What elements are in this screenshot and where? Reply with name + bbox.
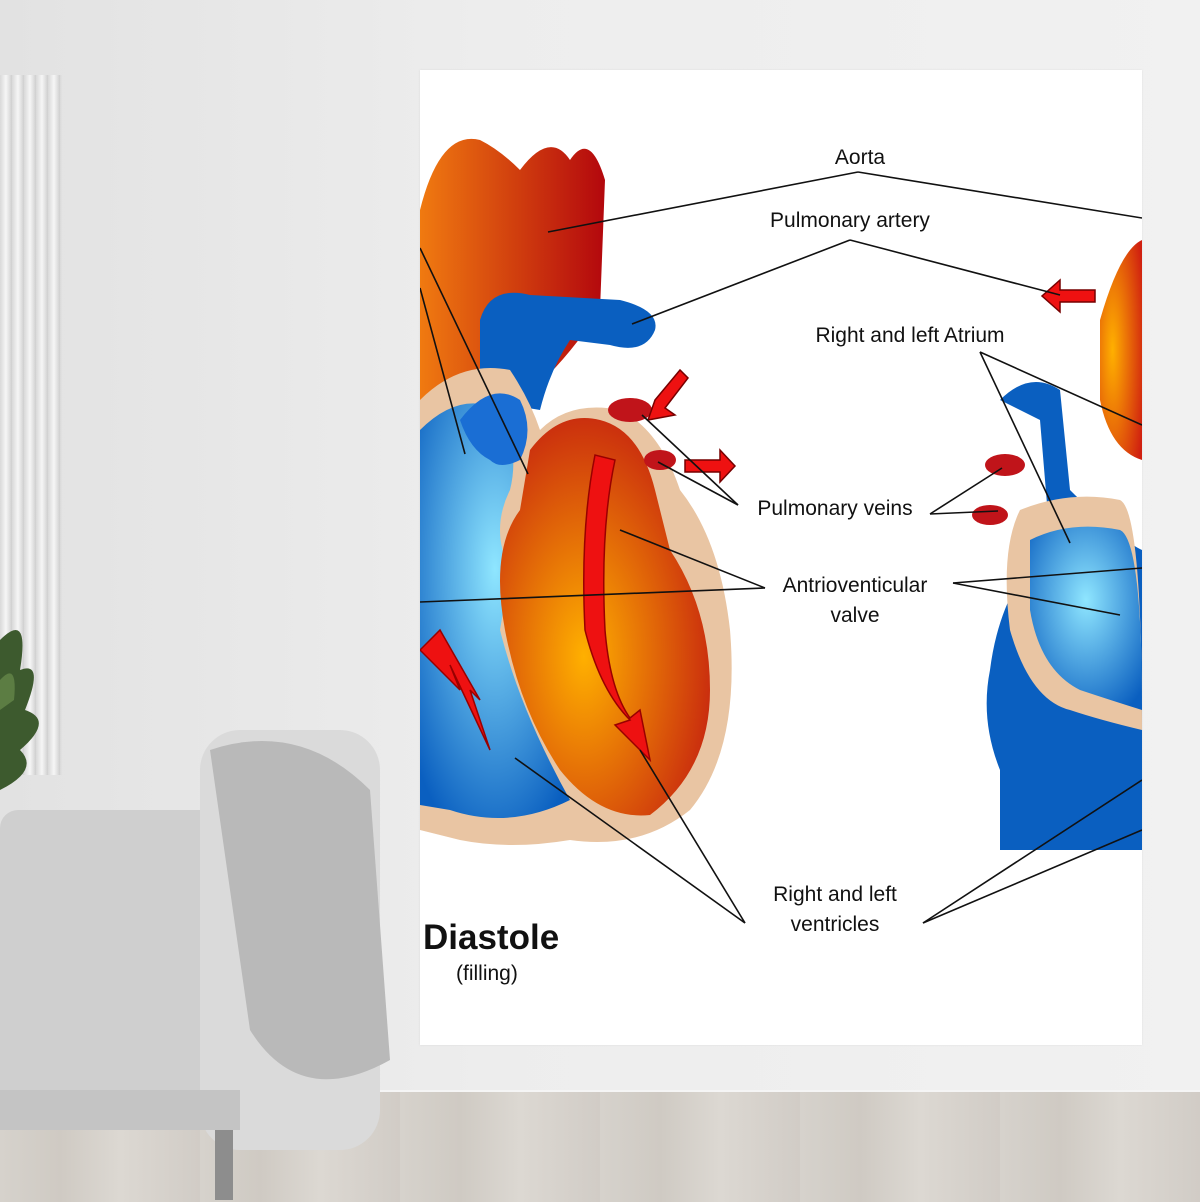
right-heart-chamber bbox=[1030, 526, 1142, 710]
right-inflow-arrow bbox=[1040, 278, 1096, 314]
label-valve-line1: Antrioventicular bbox=[782, 574, 928, 597]
right-pulmonary-vein-1 bbox=[985, 454, 1025, 476]
inflow-arrow-1 bbox=[646, 368, 689, 421]
pulmonary-vein-upper bbox=[608, 398, 652, 422]
leader-lines bbox=[420, 171, 1142, 924]
label-atrium: Right and left Atrium bbox=[815, 324, 1005, 347]
label-aorta: Aorta bbox=[834, 146, 886, 169]
right-atrium bbox=[460, 393, 528, 465]
heart-illustration bbox=[420, 138, 1142, 924]
label-ventricles-line2: ventricles bbox=[790, 913, 880, 936]
label-ventricles-line1: Right and left bbox=[773, 883, 897, 906]
label-valve-line2: valve bbox=[830, 604, 880, 627]
right-chamber bbox=[420, 403, 570, 818]
right-heart-aorta bbox=[1100, 240, 1142, 460]
label-pulmonary-veins: Pulmonary veins bbox=[757, 497, 913, 520]
flow-arrow-right bbox=[420, 628, 491, 751]
pulmonary-artery-shape bbox=[480, 292, 656, 410]
label-pulmonary-artery: Pulmonary artery bbox=[770, 209, 930, 232]
potted-plant bbox=[0, 630, 39, 790]
right-pulmonary-vein-2 bbox=[972, 505, 1008, 525]
heart-diagram-mural: Aorta Pulmonary artery Right and left At… bbox=[420, 70, 1142, 1045]
inflow-arrow-2 bbox=[684, 448, 737, 484]
flow-arrow-left bbox=[583, 454, 652, 763]
caption-subtitle: (filling) bbox=[456, 962, 518, 985]
armchair bbox=[0, 730, 390, 1200]
pulmonary-vein-lower bbox=[644, 450, 676, 470]
caption-title: Diastole bbox=[423, 918, 560, 957]
